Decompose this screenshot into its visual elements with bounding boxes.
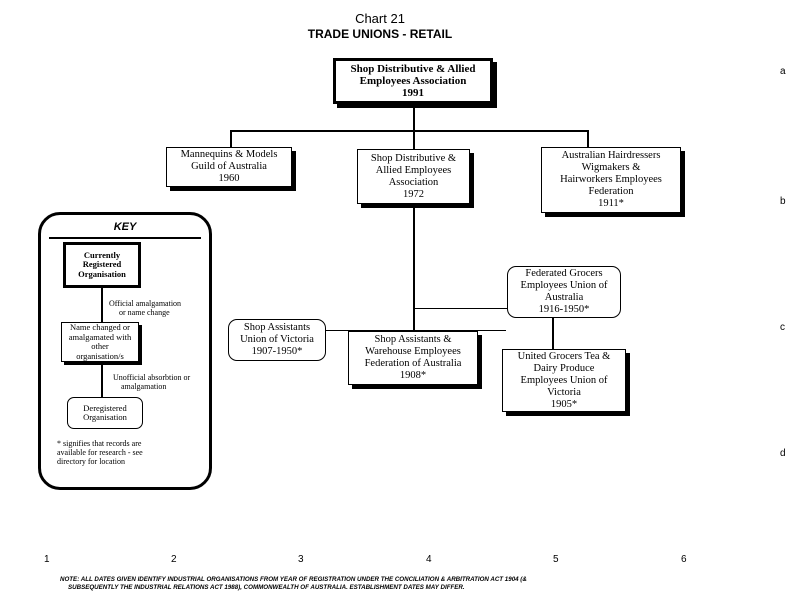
node-mannequins[interactable]: Mannequins & Models Guild of Australia 1… xyxy=(166,147,292,187)
node-line: Dairy Produce xyxy=(533,362,595,374)
key-title: KEY xyxy=(113,221,137,233)
grid-row-label: c xyxy=(780,322,785,333)
connector xyxy=(552,316,554,352)
node-shop-assistants-fed[interactable]: Shop Assistants & Warehouse Employees Fe… xyxy=(348,331,478,385)
node-line: Shop Assistants & xyxy=(374,334,452,345)
connector xyxy=(230,130,232,148)
node-line: Hairworkers Employees xyxy=(560,174,662,185)
grid-row-label: a xyxy=(780,66,786,77)
key-line: Unofficial absorbtion or xyxy=(113,373,191,382)
footnote-line: SUBSEQUENTLY THE INDUSTRIAL RELATIONS AC… xyxy=(68,584,465,591)
node-line: Wigmakers & xyxy=(581,162,641,173)
node-line: Allied Employees xyxy=(375,164,452,176)
footnote-line: NOTE: ALL DATES GIVEN IDENTIFY INDUSTRIA… xyxy=(60,576,527,583)
node-line: 1991 xyxy=(402,87,424,99)
node-line: Federated Grocers xyxy=(525,268,603,279)
node-line: Guild of Australia xyxy=(191,161,267,172)
grid-col-label: 4 xyxy=(426,554,432,565)
key-line: Organisation xyxy=(78,268,126,279)
grid-row-label: d xyxy=(780,448,786,459)
connector xyxy=(413,308,508,309)
key-official-line xyxy=(101,288,103,322)
node-line: Australian Hairdressers xyxy=(561,150,661,161)
key-current-box: Currently Registered Organisation xyxy=(63,242,141,288)
node-shop-assistants-vic[interactable]: Shop Assistants Union of Victoria 1907-1… xyxy=(228,319,326,361)
key-unofficial-line xyxy=(101,365,103,397)
key-line: Currently xyxy=(83,249,121,260)
key-line: or name change xyxy=(119,308,170,317)
node-sdaea-1972[interactable]: Shop Distributive & Allied Employees Ass… xyxy=(357,149,470,204)
node-line: Employees Association xyxy=(359,75,467,87)
key-panel: KEY Currently Registered Organisation Of… xyxy=(38,212,212,490)
node-line: 1905* xyxy=(550,398,578,410)
node-line: 1972 xyxy=(403,188,424,200)
key-unofficial-label: Unofficial absorbtion or amalgamation xyxy=(113,373,190,391)
key-deregistered-box: Deregistered Organisation xyxy=(67,397,143,429)
key-line: organisation/s xyxy=(76,350,124,361)
key-changed-box: Name changed or amalgamated with other o… xyxy=(61,322,139,362)
key-line: Organisation xyxy=(83,412,127,422)
node-line: 1916-1950* xyxy=(538,304,590,315)
node-line: 1907-1950* xyxy=(251,346,303,357)
grid-col-label: 6 xyxy=(681,554,687,565)
connector xyxy=(587,130,589,148)
key-line: Official amalgamation xyxy=(109,299,182,308)
connector xyxy=(413,130,415,150)
node-line: Employees Union of xyxy=(520,280,608,291)
node-line: Mannequins & Models xyxy=(180,149,278,160)
node-united-grocers[interactable]: United Grocers Tea & Dairy Produce Emplo… xyxy=(502,349,626,412)
key-line: amalgamation xyxy=(121,382,167,391)
key-line: available for research - see xyxy=(57,448,143,457)
node-line: Shop Assistants xyxy=(243,322,311,333)
node-line: 1908* xyxy=(399,370,427,381)
connector xyxy=(413,103,415,131)
node-line: Union of Victoria xyxy=(240,334,314,345)
node-line: Federation xyxy=(588,186,634,197)
node-line: Victoria xyxy=(547,386,581,398)
grid-col-label: 2 xyxy=(171,554,177,565)
node-line: 1911* xyxy=(598,198,624,209)
node-line: United Grocers Tea & xyxy=(517,350,611,362)
node-line: Employees Union of xyxy=(520,374,608,386)
grid-col-label: 3 xyxy=(298,554,304,565)
key-line: * signifies that records are xyxy=(57,439,142,448)
node-line: Australia xyxy=(544,292,584,303)
node-line: Shop Distributive & xyxy=(370,152,457,164)
footnote: NOTE: ALL DATES GIVEN IDENTIFY INDUSTRIA… xyxy=(60,576,760,592)
grid-row-label: b xyxy=(780,196,786,207)
node-line: Association xyxy=(388,176,439,188)
key-line: amalgamated with xyxy=(68,331,132,342)
node-federated-grocers[interactable]: Federated Grocers Employees Union of Aus… xyxy=(507,266,621,318)
chart-subtitle: TRADE UNIONS - RETAIL xyxy=(307,27,453,41)
key-line: Registered xyxy=(82,259,122,270)
node-hairdressers[interactable]: Australian Hairdressers Wigmakers & Hair… xyxy=(541,147,681,213)
node-line: Warehouse Employees xyxy=(365,346,461,357)
connector xyxy=(413,205,415,332)
node-line: Shop Distributive & Allied xyxy=(350,63,476,75)
key-official-label: Official amalgamation or name change xyxy=(109,299,181,317)
key-line: Name changed or xyxy=(70,322,130,332)
node-line: Federation of Australia xyxy=(364,358,462,369)
key-line: Deregistered xyxy=(83,402,127,413)
connector xyxy=(326,330,506,331)
key-line: other xyxy=(91,341,109,351)
key-divider xyxy=(49,237,201,239)
chart-title: Chart 21 xyxy=(355,11,405,26)
node-line: 1960 xyxy=(218,173,240,184)
grid-col-label: 1 xyxy=(44,554,50,565)
node-sdaea-1991[interactable]: Shop Distributive & Allied Employees Ass… xyxy=(333,58,493,104)
grid-col-label: 5 xyxy=(553,554,559,565)
connector xyxy=(230,130,588,132)
key-line: directory for location xyxy=(57,457,125,466)
key-asterisk-note: * signifies that records are available f… xyxy=(57,439,143,466)
